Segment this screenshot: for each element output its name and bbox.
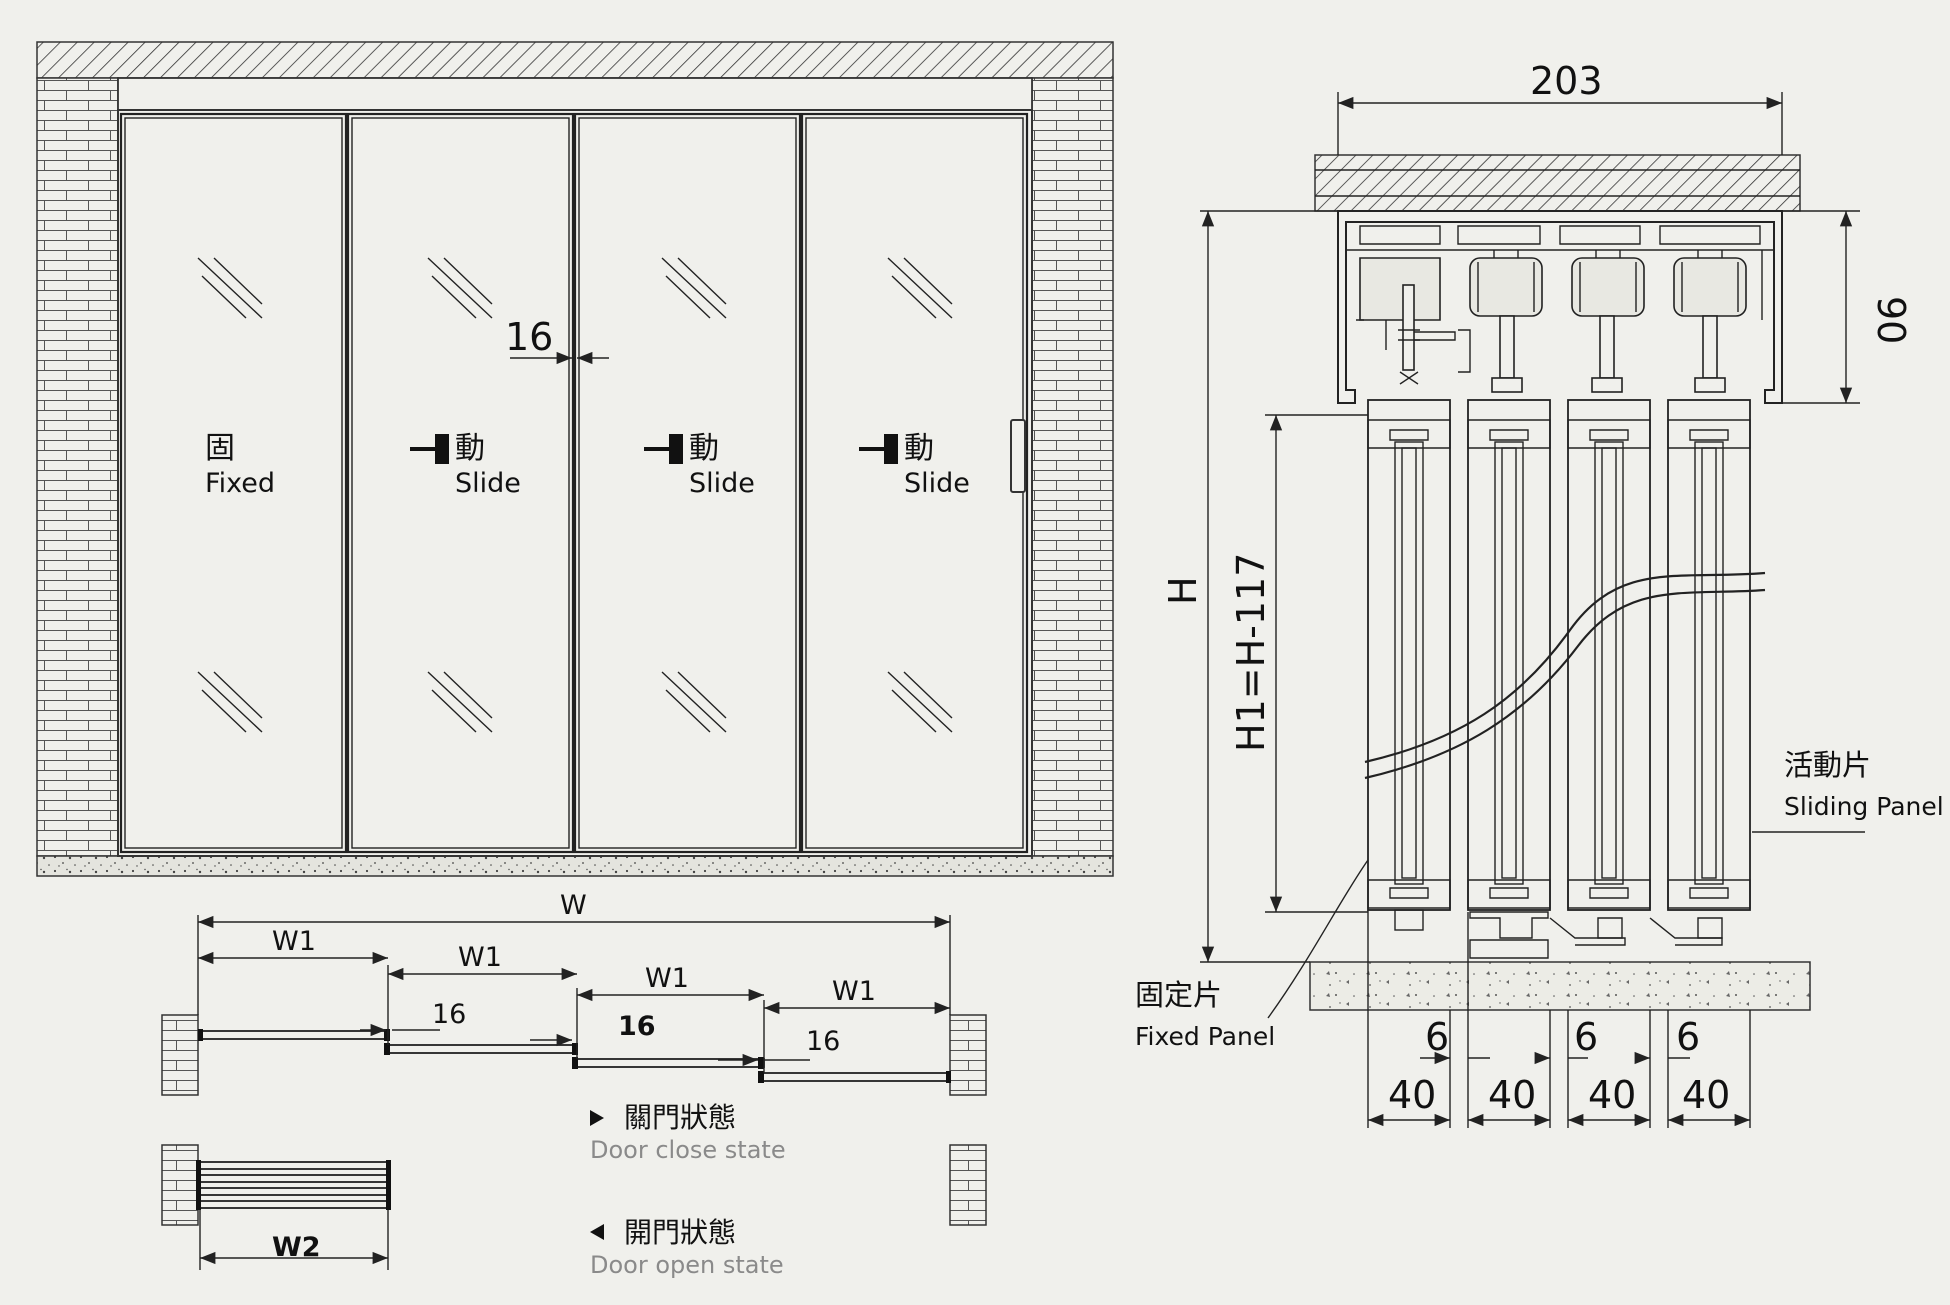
- panel-en-label-2: Slide: [455, 468, 521, 499]
- ceiling-block: [1314, 154, 1801, 212]
- gap-label-2: 6: [1574, 1015, 1598, 1059]
- left-brick-wall: [36, 77, 119, 857]
- right-brick-wall: [1031, 77, 1114, 857]
- section-floor-slab: [1309, 961, 1811, 1011]
- panel-cn-label-3: 動: [689, 431, 719, 466]
- depth-label-2: 40: [1488, 1073, 1536, 1117]
- gap-label-1: 6: [1425, 1015, 1449, 1059]
- panel-slide-1: [346, 112, 575, 854]
- open-left-wall: [161, 1144, 199, 1226]
- open-state-en: Door open state: [590, 1251, 784, 1279]
- open-state-cn: 開門狀態: [624, 1216, 736, 1249]
- plan-right-wall: [949, 1014, 987, 1096]
- header-height-label: 90: [1869, 296, 1913, 344]
- open-state-arrow-icon: [590, 1224, 604, 1240]
- stacked-panels: [196, 1160, 391, 1210]
- stack-width-label: W2: [272, 1232, 321, 1263]
- top-track: [117, 77, 1033, 111]
- slide-left-arrow-icon: [644, 434, 683, 464]
- plan-panel-1: [199, 1030, 387, 1040]
- section-view: 203: [1135, 59, 1944, 1128]
- slide-left-arrow-icon: [410, 434, 449, 464]
- close-state-en: Door close state: [590, 1136, 786, 1164]
- depth-label-3: 40: [1588, 1073, 1636, 1117]
- fixed-panel-en: Fixed Panel: [1135, 1022, 1275, 1051]
- top-width-label: 203: [1530, 59, 1603, 103]
- panel-fixed: [119, 112, 348, 854]
- overlap-label-2: 16: [618, 1011, 656, 1042]
- depth-label-1: 40: [1388, 1073, 1436, 1117]
- sliding-panel-cn: 活動片: [1784, 748, 1871, 782]
- height-label: H: [1161, 576, 1205, 605]
- floor-slab: [36, 855, 1114, 877]
- fixed-panel-cn: 固定片: [1135, 978, 1222, 1012]
- door-handle: [1010, 419, 1026, 493]
- panel-width-label-4: W1: [832, 976, 876, 1007]
- panel-en-label-1: Fixed: [205, 468, 275, 499]
- break-line: [1364, 571, 1766, 764]
- panel-cn-label-2: 動: [455, 431, 485, 466]
- depth-label-4: 40: [1682, 1073, 1730, 1117]
- overlap-label-1: 16: [432, 999, 466, 1030]
- plan-view-open: W2 開門狀態 Door open state: [161, 1144, 987, 1279]
- panel-en-label-4: Slide: [904, 468, 970, 499]
- gap-label-3: 6: [1676, 1015, 1700, 1059]
- glass-reflection-marks: [197, 257, 953, 733]
- panel-slide-2: [573, 112, 802, 854]
- plan-left-wall: [161, 1014, 199, 1096]
- lintel-hatch: [36, 41, 1114, 79]
- panel-width-label-2: W1: [458, 942, 502, 973]
- panel-profiles: [1367, 399, 1751, 959]
- track-header-profile: [1337, 210, 1783, 404]
- panel-cn-label-4: 動: [904, 431, 934, 466]
- front-elevation: 固 Fixed 動 Slide 動 Slide 動 Slide 16: [36, 41, 1114, 877]
- close-state-cn: 關門狀態: [624, 1101, 736, 1134]
- plan-panel-2: [385, 1044, 577, 1054]
- plan-view-closed: W W1 W1 W1 W1 16 16 16 關門狀態 Door close s…: [161, 890, 987, 1164]
- panel-height-label: H1=H-117: [1229, 553, 1273, 752]
- close-state-arrow-icon: [590, 1110, 604, 1126]
- slide-left-arrow-icon: [859, 434, 898, 464]
- panel-cn-label-1: 固: [205, 431, 235, 466]
- gap-dimension-label: 16: [505, 315, 553, 359]
- open-right-wall: [949, 1144, 987, 1226]
- panel-width-label-3: W1: [645, 963, 689, 994]
- sliding-panel-en: Sliding Panel: [1784, 792, 1944, 821]
- overlap-label-3: 16: [806, 1026, 840, 1057]
- panel-width-label-1: W1: [272, 926, 316, 957]
- panel-en-label-3: Slide: [689, 468, 755, 499]
- plan-panel-4: [759, 1072, 951, 1082]
- total-width-label: W: [560, 890, 587, 921]
